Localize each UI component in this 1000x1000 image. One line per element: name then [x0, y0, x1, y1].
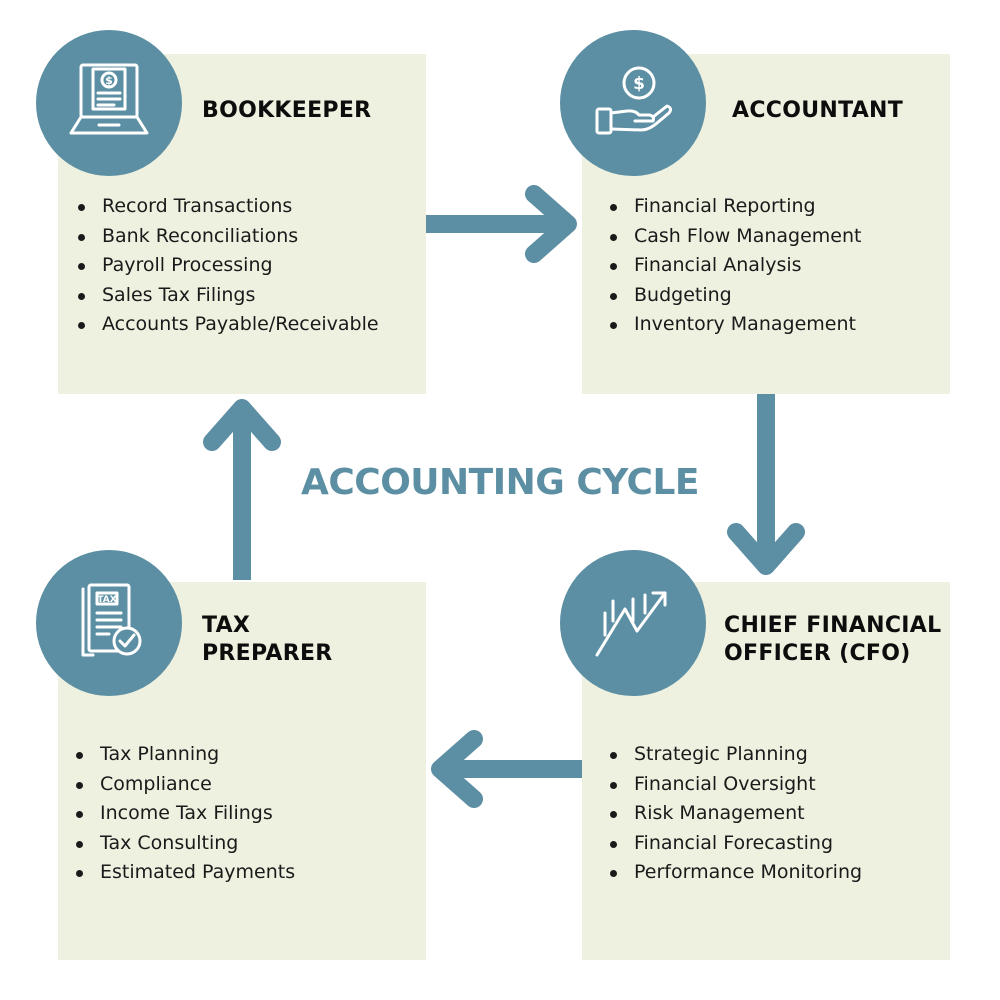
accountant-title: ACCOUNTANT — [732, 98, 904, 123]
list-item: Compliance — [74, 770, 295, 800]
list-item: Financial Forecasting — [608, 829, 862, 859]
list-item: Performance Monitoring — [608, 858, 862, 888]
arrowhead-left — [431, 730, 483, 808]
list-item: Sales Tax Filings — [76, 281, 379, 311]
growth-chart-icon — [560, 550, 706, 696]
cfo-title: CHIEF FINANCIAL OFFICER (CFO) — [724, 613, 942, 666]
hand-dollar-coin-icon: $ — [560, 30, 706, 176]
svg-text:$: $ — [633, 74, 645, 94]
list-item: Record Transactions — [76, 192, 379, 222]
list-item: Budgeting — [608, 281, 861, 311]
arrowhead-right — [525, 185, 577, 263]
accountant-task-list: Financial Reporting Cash Flow Management… — [608, 192, 861, 340]
laptop-invoice-icon: $ — [36, 30, 182, 176]
list-item: Financial Analysis — [608, 251, 861, 281]
bookkeeper-title: BOOKKEEPER — [202, 98, 372, 123]
list-item: Income Tax Filings — [74, 799, 295, 829]
list-item: Strategic Planning — [608, 740, 862, 770]
list-item: Payroll Processing — [76, 251, 379, 281]
list-item: Tax Consulting — [74, 829, 295, 859]
diagram-title: ACCOUNTING CYCLE — [301, 462, 699, 503]
list-item: Financial Oversight — [608, 770, 862, 800]
list-item: Bank Reconciliations — [76, 222, 379, 252]
list-item: Tax Planning — [74, 740, 295, 770]
list-item: Risk Management — [608, 799, 862, 829]
list-item: Cash Flow Management — [608, 222, 861, 252]
arrowhead-down — [727, 523, 805, 575]
cfo-task-list: Strategic Planning Financial Oversight R… — [608, 740, 862, 888]
bookkeeper-task-list: Record Transactions Bank Reconciliations… — [76, 192, 379, 340]
svg-text:$: $ — [105, 74, 113, 87]
tax-icon-label: TAX — [97, 595, 116, 605]
list-item: Financial Reporting — [608, 192, 861, 222]
list-item: Inventory Management — [608, 310, 861, 340]
arrowhead-up — [203, 399, 281, 451]
tax-preparer-task-list: Tax Planning Compliance Income Tax Filin… — [74, 740, 295, 888]
list-item: Estimated Payments — [74, 858, 295, 888]
list-item: Accounts Payable/Receivable — [76, 310, 379, 340]
tax-document-check-icon: TAX — [36, 550, 182, 696]
tax-preparer-title: TAX PREPARER — [202, 613, 333, 666]
